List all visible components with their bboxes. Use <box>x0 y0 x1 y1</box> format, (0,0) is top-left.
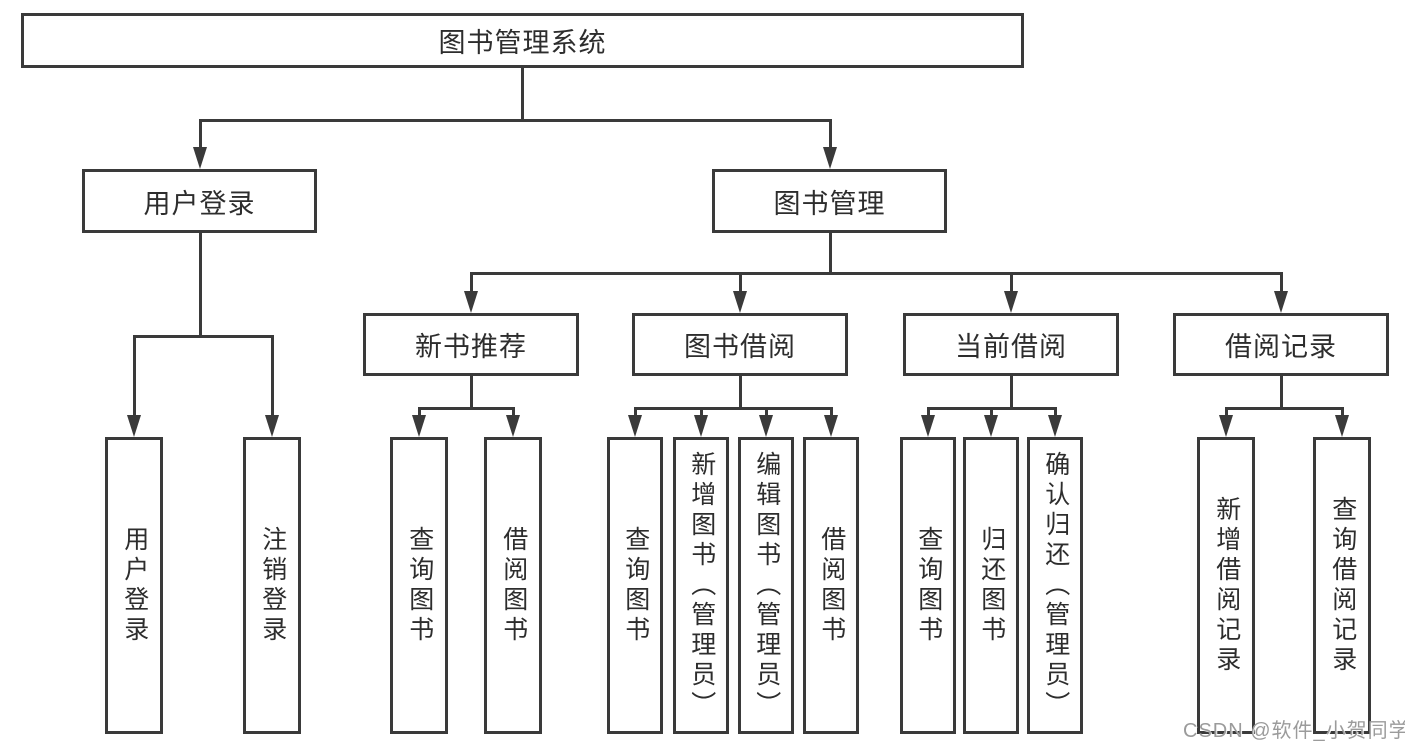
node-add-borrow-record: 新增借阅记录 <box>1197 437 1255 734</box>
connector-drop <box>418 407 421 417</box>
node-label: 新增借阅记录 <box>1212 495 1241 676</box>
connector-book-borrow-rail <box>634 407 833 410</box>
connector-borrow-record-stem <box>1280 376 1283 409</box>
arrowhead-down-icon <box>733 291 747 313</box>
csdn-watermark: CSDN @软件_小贺同学 <box>1183 720 1405 742</box>
node-borrow-books: 借阅图书 <box>803 437 859 734</box>
node-label: 用户登录 <box>143 188 256 219</box>
arrowhead-down-icon <box>193 147 207 169</box>
connector-drop <box>765 407 768 417</box>
connector-drop <box>1341 407 1344 417</box>
arrowhead-down-icon <box>921 415 935 437</box>
node-label: 图书借阅 <box>684 332 796 362</box>
arrowhead-down-icon <box>628 415 642 437</box>
connector-drop-user-login-leaf <box>133 335 136 415</box>
node-query-books-current: 查询图书 <box>900 437 956 734</box>
arrowhead-down-icon <box>412 415 426 437</box>
arrowhead-down-icon <box>984 415 998 437</box>
node-user-login-leaf: 用户登录 <box>105 437 163 734</box>
node-add-books-admin: 新增图书（管理员） <box>673 437 729 734</box>
node-label: 查询借阅记录 <box>1328 495 1357 676</box>
node-book-management: 图书管理 <box>712 169 947 233</box>
connector-drop-new-book <box>470 272 473 291</box>
node-label: 确认归还（管理员） <box>1041 450 1070 721</box>
connector-drop <box>927 407 930 417</box>
connector-level3-rail <box>470 272 1283 275</box>
arrowhead-down-icon <box>127 415 141 437</box>
node-label: 借阅图书 <box>817 525 846 646</box>
node-current-borrowing: 当前借阅 <box>903 313 1119 376</box>
node-label: 新增图书（管理员） <box>687 450 716 721</box>
connector-new-book-stem <box>470 376 473 409</box>
node-new-book-recommend: 新书推荐 <box>363 313 579 376</box>
connector-new-book-rail <box>418 407 515 410</box>
node-label: 查询图书 <box>621 525 650 646</box>
connector-user-login-rail <box>133 335 274 338</box>
connector-drop <box>1054 407 1057 417</box>
connector-drop <box>1225 407 1228 417</box>
connector-drop-current-borrow <box>1010 272 1013 291</box>
connector-drop-book-management <box>829 119 832 147</box>
node-label: 当前借阅 <box>955 332 1067 362</box>
arrowhead-down-icon <box>759 415 773 437</box>
arrowhead-down-icon <box>506 415 520 437</box>
connector-borrow-record-rail <box>1225 407 1344 410</box>
node-query-borrow-record: 查询借阅记录 <box>1313 437 1371 734</box>
node-query-books-borrowing: 查询图书 <box>607 437 663 734</box>
arrowhead-down-icon <box>1274 291 1288 313</box>
node-label: 查询图书 <box>914 525 943 646</box>
node-label: 注销登录 <box>258 525 287 646</box>
arrowhead-down-icon <box>1004 291 1018 313</box>
arrowhead-down-icon <box>1219 415 1233 437</box>
arrowhead-down-icon <box>694 415 708 437</box>
connector-book-borrow-stem <box>739 376 742 409</box>
connector-current-borrow-stem <box>1010 376 1013 409</box>
node-label: 图书管理 <box>773 188 886 219</box>
node-borrowing-records: 借阅记录 <box>1173 313 1389 376</box>
node-label: 新书推荐 <box>415 332 527 362</box>
node-label: 借阅记录 <box>1225 332 1337 362</box>
arrowhead-down-icon <box>824 415 838 437</box>
node-edit-books-admin: 编辑图书（管理员） <box>738 437 794 734</box>
connector-drop <box>990 407 993 417</box>
node-user-login: 用户登录 <box>82 169 317 233</box>
connector-drop-book-borrow <box>739 272 742 291</box>
arrowhead-down-icon <box>1048 415 1062 437</box>
node-book-borrowing: 图书借阅 <box>632 313 848 376</box>
connector-drop-borrow-record <box>1280 272 1283 291</box>
arrowhead-down-icon <box>823 147 837 169</box>
node-confirm-return-admin: 确认归还（管理员） <box>1027 437 1083 734</box>
connector-root-stem <box>521 68 524 120</box>
connector-drop <box>634 407 637 417</box>
connector-drop <box>512 407 515 417</box>
node-label: 图书管理系统 <box>438 28 607 58</box>
node-label: 借阅图书 <box>499 525 528 646</box>
arrowhead-down-icon <box>265 415 279 437</box>
node-label: 查询图书 <box>405 525 434 646</box>
node-query-books-recommend: 查询图书 <box>390 437 448 734</box>
connector-drop <box>700 407 703 417</box>
connector-level2-rail <box>199 119 832 122</box>
node-label: 编辑图书（管理员） <box>752 450 781 721</box>
node-borrow-books-recommend: 借阅图书 <box>484 437 542 734</box>
connector-drop <box>830 407 833 417</box>
node-logout: 注销登录 <box>243 437 301 734</box>
connector-drop-logout <box>271 335 274 415</box>
arrowhead-down-icon <box>464 291 478 313</box>
node-label: 用户登录 <box>120 525 149 646</box>
connector-book-management-stem <box>829 232 832 274</box>
connector-user-login-stem <box>199 233 202 337</box>
node-return-books: 归还图书 <box>963 437 1019 734</box>
connector-drop-user-login <box>199 119 202 147</box>
node-label: 归还图书 <box>977 525 1006 646</box>
node-library-management-system: 图书管理系统 <box>21 13 1024 68</box>
arrowhead-down-icon <box>1335 415 1349 437</box>
